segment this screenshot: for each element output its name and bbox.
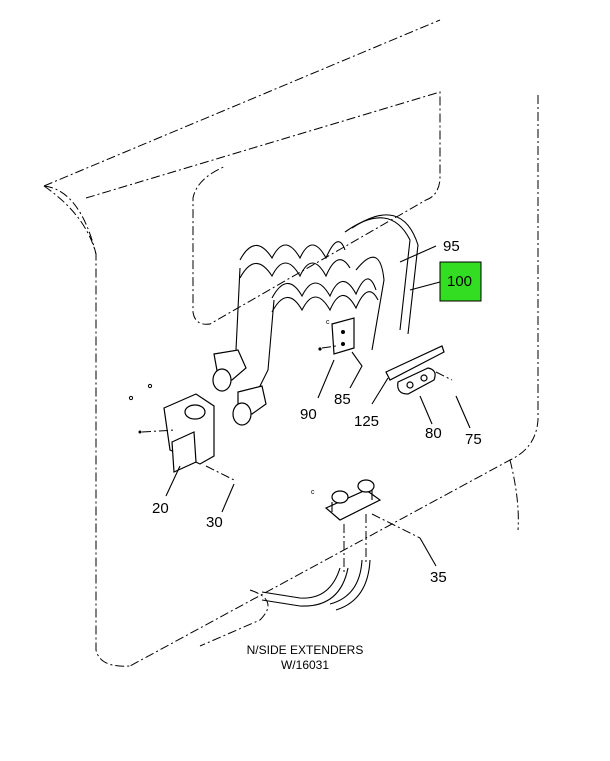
callout-80[interactable]: 80 — [425, 425, 442, 442]
diagram-caption-line1: N/SIDE EXTENDERS — [246, 643, 364, 657]
strap-and-clamp — [385, 345, 453, 395]
callout-90[interactable]: 90 — [300, 406, 317, 423]
body-outline — [43, 19, 539, 667]
leader-lines — [165, 245, 471, 567]
callout-85[interactable]: 85 — [334, 391, 351, 408]
diagram-caption-line2: W/16031 — [280, 658, 330, 672]
bracket-85: c — [318, 317, 355, 355]
callout-75[interactable]: 75 — [465, 431, 482, 448]
gladhand-couplers — [212, 349, 267, 426]
bracket-20-assembly — [128, 383, 235, 481]
callout-30[interactable]: 30 — [206, 514, 223, 531]
callout-95[interactable]: 95 — [443, 238, 460, 255]
callout-100[interactable]: 100 — [447, 273, 472, 290]
coiled-cable-assembly — [235, 214, 419, 391]
callout-20[interactable]: 20 — [152, 500, 169, 517]
fitting-35-assembly: c — [261, 479, 421, 611]
svg-text:c: c — [311, 489, 315, 496]
callout-100-highlight[interactable] — [439, 261, 482, 302]
callout-125[interactable]: 125 — [354, 413, 379, 430]
svg-text:c: c — [326, 319, 330, 326]
callout-35[interactable]: 35 — [430, 569, 447, 586]
